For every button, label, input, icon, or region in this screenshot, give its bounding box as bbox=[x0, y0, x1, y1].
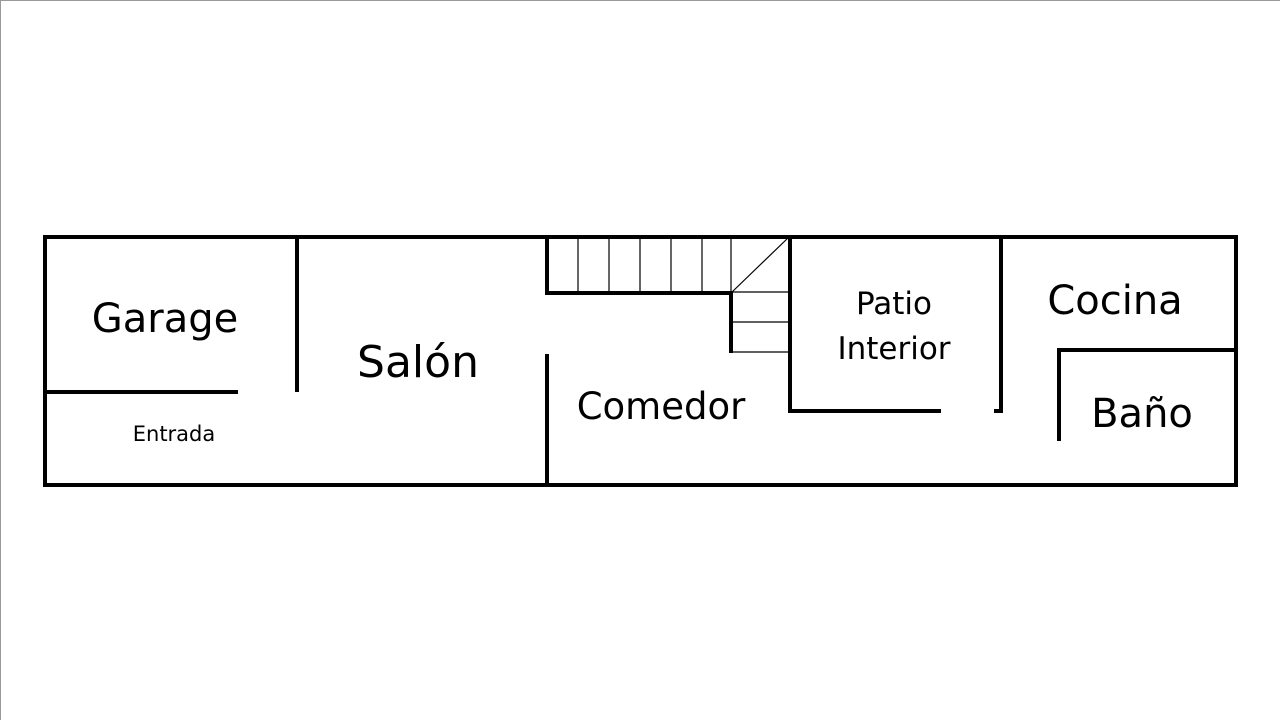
room-label-garage: Garage bbox=[92, 296, 238, 342]
stair-landing-diagonal bbox=[730, 236, 790, 294]
room-label-comedor: Comedor bbox=[577, 385, 746, 428]
room-label-patio-line1: Patio bbox=[856, 286, 932, 322]
staircase bbox=[577, 236, 790, 353]
room-label-salon: Salón bbox=[357, 337, 479, 388]
room-label-cocina: Cocina bbox=[1047, 278, 1182, 324]
room-label-bano: Baño bbox=[1091, 391, 1193, 437]
room-label-patio-line2: Interior bbox=[837, 331, 950, 367]
room-label-entrada: Entrada bbox=[133, 422, 216, 446]
